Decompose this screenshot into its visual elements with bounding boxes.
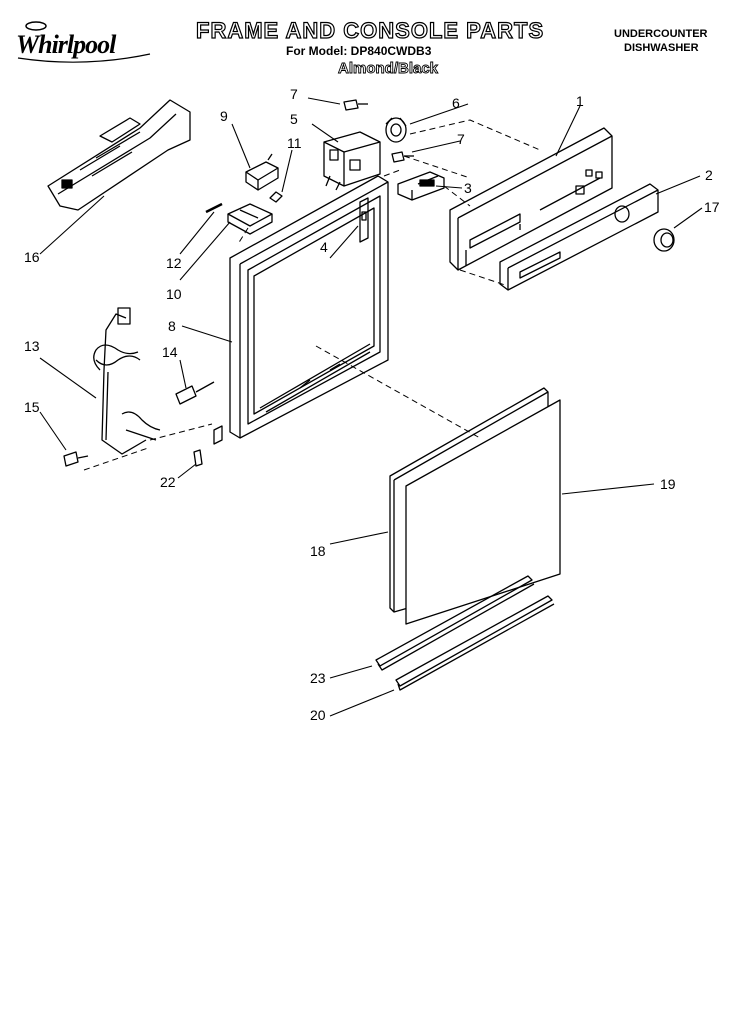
part-20-trim xyxy=(395,595,555,691)
part-17-knob xyxy=(653,228,675,252)
color-variant: Almond/Black xyxy=(338,60,439,78)
part-2-panel xyxy=(499,183,659,291)
part-6-knob xyxy=(385,117,407,143)
alignment-lines xyxy=(83,119,541,471)
part-7-screw-top xyxy=(343,99,368,111)
callout-3: 3 xyxy=(464,180,472,196)
part-14-connector xyxy=(175,381,215,405)
model-line: For Model: DP840CWDB3 xyxy=(286,44,431,58)
callout-10: 10 xyxy=(166,286,182,302)
callout-15: 15 xyxy=(24,399,40,415)
callout-11: 11 xyxy=(287,135,302,151)
part-8-door-frame xyxy=(213,175,389,445)
part-3-latch xyxy=(397,171,445,201)
callout-9: 9 xyxy=(220,108,228,124)
part-15-screw xyxy=(63,451,89,467)
callout-7-top: 7 xyxy=(290,86,298,102)
part-23-trim xyxy=(375,575,535,671)
part-19-panel-front xyxy=(405,399,561,625)
callout-20: 20 xyxy=(310,707,326,723)
callout-13: 13 xyxy=(24,338,40,354)
callout-14: 14 xyxy=(162,344,178,360)
callout-7-mid: 7 xyxy=(457,131,465,147)
callout-16: 16 xyxy=(24,249,40,265)
callout-12: 12 xyxy=(166,255,182,271)
appliance-type-line-1: UNDERCOUNTER xyxy=(614,28,708,40)
callout-18: 18 xyxy=(310,543,326,559)
callout-17: 17 xyxy=(704,199,720,215)
leader-lines xyxy=(39,97,703,717)
model-number: DP840CWDB3 xyxy=(350,44,432,58)
callout-6: 6 xyxy=(452,95,460,111)
part-10-bracket xyxy=(227,203,273,235)
part-22-clip xyxy=(193,449,203,467)
callout-19: 19 xyxy=(660,476,676,492)
callout-5: 5 xyxy=(290,111,298,127)
part-1-console xyxy=(449,127,613,271)
callout-1: 1 xyxy=(576,93,584,109)
callout-8: 8 xyxy=(168,318,176,334)
brand-name: Whirlpool xyxy=(16,30,116,59)
callout-23: 23 xyxy=(310,670,326,686)
part-9-switch xyxy=(245,153,279,191)
appliance-type-line-2: DISHWASHER xyxy=(624,42,699,54)
model-prefix: For Model: xyxy=(286,44,348,58)
callout-22: 22 xyxy=(160,474,176,490)
part-11-wire xyxy=(269,191,283,203)
part-4-bracket xyxy=(359,197,369,243)
part-13-wire-harness xyxy=(93,307,161,455)
part-16-vent xyxy=(47,99,191,211)
callout-4: 4 xyxy=(320,239,328,255)
whirlpool-logo xyxy=(17,21,151,63)
part-12-clip xyxy=(205,202,223,214)
part-7-screw-mid xyxy=(391,151,414,163)
callout-labels: 1 2 3 4 5 6 7 7 8 9 10 11 12 13 14 15 16… xyxy=(24,86,720,723)
page-title: FRAME AND CONSOLE PARTS xyxy=(195,17,545,43)
part-5-module xyxy=(323,131,381,191)
callout-2: 2 xyxy=(705,167,713,183)
